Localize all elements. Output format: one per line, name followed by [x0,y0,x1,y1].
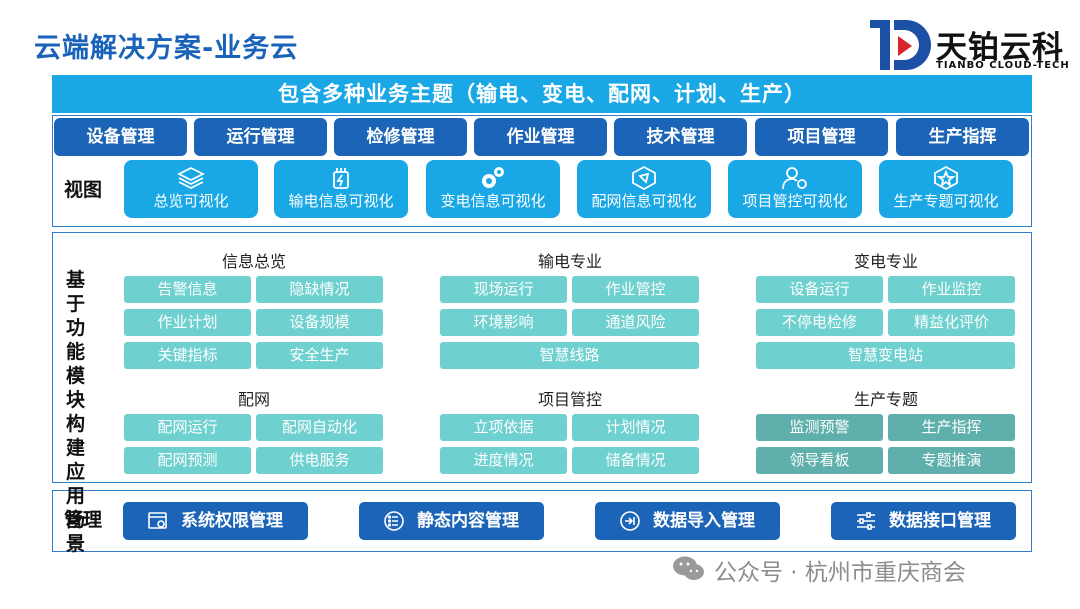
network-hex-icon [632,165,656,191]
group-title-distribution: 配网 [237,390,270,409]
module-maintenance-button[interactable]: 检修管理 [334,118,467,156]
view-label-text: 总览可视化 [153,192,229,210]
scene-item[interactable]: 计划情况 [572,414,699,441]
view-overview-card[interactable]: 总览可视化 [124,160,258,218]
scene-item[interactable]: 智慧线路 [440,342,699,369]
scene-item[interactable]: 专题推演 [888,447,1015,474]
view-project-card[interactable]: 项目管控可视化 [728,160,862,218]
scene-item[interactable]: 领导看板 [756,447,883,474]
logo-en-text: TIANBO CLOUD-TECH [936,60,1070,71]
scene-item[interactable]: 关键指标 [124,342,251,369]
scene-item[interactable]: 供电服务 [256,447,383,474]
view-label: 视图 [64,179,103,201]
management-label: 数据接口管理 [889,511,991,531]
scene-item[interactable]: 智慧变电站 [756,342,1015,369]
data-interface-button[interactable]: 数据接口管理 [831,502,1016,540]
group-title-project: 项目管控 [537,390,602,409]
scene-item[interactable]: 环境影响 [440,309,567,336]
view-production-card[interactable]: 生产专题可视化 [879,160,1013,218]
module-technical-button[interactable]: 技术管理 [614,118,747,156]
module-work-button[interactable]: 作业管理 [474,118,607,156]
scene-item[interactable]: 配网预测 [124,447,251,474]
static-content-button[interactable]: 静态内容管理 [359,502,544,540]
scene-item[interactable]: 设备运行 [756,276,883,303]
gears-icon [482,167,504,188]
scene-item[interactable]: 告警信息 [124,276,251,303]
scene-panel [52,232,1032,483]
scene-item[interactable]: 作业计划 [124,309,251,336]
management-label: 系统权限管理 [181,511,283,531]
logo-cn-text: 天铂云科 [936,30,1064,66]
page-title: 云端解决方案-业务云 [34,33,299,64]
list-circle-icon [384,511,404,531]
scene-label: 基于功能模块构建应用场景 [66,269,86,555]
business-theme-banner: 包含多种业务主题（输电、变电、配网、计划、生产） [52,75,1032,113]
module-operation-button[interactable]: 运行管理 [194,118,327,156]
scene-item[interactable]: 立项依据 [440,414,567,441]
scene-item[interactable]: 作业管控 [572,276,699,303]
scene-item[interactable]: 设备规模 [256,309,383,336]
management-label: 静态内容管理 [417,511,519,531]
import-icon [620,511,640,531]
wechat-icon [673,556,704,580]
scene-item[interactable]: 不停电检修 [756,309,883,336]
scene-item[interactable]: 进度情况 [440,447,567,474]
scene-item[interactable]: 储备情况 [572,447,699,474]
scene-item[interactable]: 精益化评价 [888,309,1015,336]
module-production-command-button[interactable]: 生产指挥 [896,118,1029,156]
company-logo: 天铂云科 TIANBO CLOUD-TECH [868,20,1070,74]
view-label-text: 变电信息可视化 [440,192,546,210]
view-substation-card[interactable]: 变电信息可视化 [426,160,560,218]
scene-item[interactable]: 监测预警 [756,414,883,441]
data-import-button[interactable]: 数据导入管理 [595,502,780,540]
manage-label: 管理 [64,509,103,531]
user-gear-icon [782,167,807,190]
module-equipment-button[interactable]: 设备管理 [54,118,187,156]
view-transmission-card[interactable]: 输电信息可视化 [274,160,408,218]
logo-mark-icon [870,20,931,70]
scene-item[interactable]: 作业监控 [888,276,1015,303]
management-label: 数据导入管理 [653,511,755,531]
scene-item[interactable]: 生产指挥 [888,414,1015,441]
scene-item[interactable]: 隐缺情况 [256,276,383,303]
group-title-transmission: 输电专业 [537,252,602,271]
layers-icon [176,166,206,190]
view-panel [52,115,1032,227]
view-label-text: 生产专题可视化 [893,192,999,210]
scene-item[interactable]: 现场运行 [440,276,567,303]
view-distribution-card[interactable]: 配网信息可视化 [577,160,711,218]
view-label-text: 输电信息可视化 [288,192,394,210]
group-title-production: 生产专题 [853,390,918,409]
scene-item[interactable]: 通道风险 [572,309,699,336]
view-label-text: 配网信息可视化 [591,192,697,210]
view-label-text: 项目管控可视化 [742,192,848,210]
scene-item[interactable]: 配网自动化 [256,414,383,441]
system-permission-button[interactable]: 系统权限管理 [123,502,308,540]
management-panel [52,490,1032,552]
group-title-overview: 信息总览 [221,252,286,271]
transmission-icon [333,168,349,189]
scene-item[interactable]: 配网运行 [124,414,251,441]
scene-item[interactable]: 安全生产 [256,342,383,369]
sliders-icon [857,512,875,530]
window-gear-icon [148,512,167,529]
module-project-button[interactable]: 项目管理 [755,118,888,156]
watermark-text: 公众号 · 杭州市重庆商会 [714,560,966,586]
star-hex-icon [934,165,958,191]
group-title-substation: 变电专业 [853,252,918,271]
